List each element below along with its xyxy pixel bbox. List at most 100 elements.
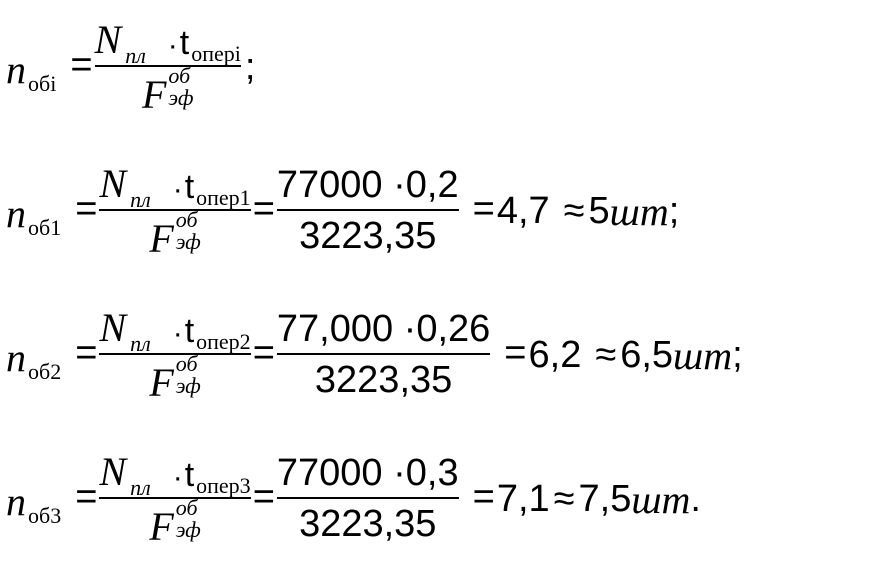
lhs-subscript: об2 [28,358,62,384]
unit-label: шт [631,476,691,522]
rounded-value: 7,5 [578,477,632,520]
fund-subscript: эф [175,229,201,254]
numeric-numerator: 77000 ·0,3 [277,439,459,497]
multiply-dot: · [172,173,183,206]
numeric-fraction: 77,000 ·0,26 3223,35 [276,295,491,415]
terminator: ; [732,333,743,376]
terminator: ; [244,45,256,88]
equals-sign: = [75,331,98,374]
fund-subscript: эф [175,373,201,398]
computed-value: 7,1 [496,477,550,520]
lhs-subscript: об1 [28,214,62,240]
lhs-variable: n [6,478,26,524]
numeric-denominator-text: 3223,35 [299,503,437,545]
operation-time-subscript: опер1 [196,185,251,210]
fraction-bar [276,497,459,499]
numeric-numerator: 77000 ·0,2 [277,151,459,209]
operation-time-variable: t [184,312,195,350]
operation-time-variable: t [184,456,195,494]
plan-volume-subscript: пл [130,475,151,500]
multiply-dot: · [167,29,178,62]
fraction-bar [99,353,251,355]
numeric-numerator: 77,000 ·0,26 [277,295,490,353]
fund-variable: F [149,504,174,549]
numeric-numerator-text: 77000 ·0,3 [276,452,459,494]
approx-sign: ≈ [563,189,585,232]
multiply-dot: · [172,461,183,494]
unit-label: шт [609,188,669,234]
numeric-fraction: 77000 ·0,3 3223,35 [276,439,459,559]
equals-sign: = [252,475,275,518]
terminator: ; [668,189,680,232]
plan-volume-variable: N [94,17,122,62]
equals-sign: = [75,475,98,518]
numeric-numerator-text: 77000 ·0,2 [276,164,459,206]
fund-subscript: эф [175,517,201,542]
plan-volume-subscript: пл [125,43,146,68]
operation-time-subscript: опер3 [196,473,251,498]
fund-superscript: об [175,207,198,232]
unit-label: шт [673,332,733,378]
fund-superscript: об [168,63,191,88]
lhs-subscript: обі [28,70,57,96]
lhs-variable: n [6,46,26,92]
operation-time-subscript: опер2 [196,329,251,354]
computed-value: 4,7 [496,189,550,232]
operation-time-subscript: оперi [191,41,241,66]
terminator: . [690,477,701,520]
multiply-dot: · [172,317,183,350]
equals-sign: = [252,331,275,374]
operation-time-variable: t [184,168,195,206]
numeric-denominator: 3223,35 [299,211,436,271]
fraction-bar [99,497,251,499]
plan-volume-subscript: пл [130,331,151,356]
fraction-bar [94,65,241,67]
equals-sign: = [504,331,527,374]
lhs-subscript: об3 [28,502,62,528]
computed-value: 6,2 [528,333,582,376]
fund-superscript: об [175,495,198,520]
approx-sign: ≈ [595,333,617,376]
approx-sign: ≈ [553,477,575,520]
fraction-bar [276,353,491,355]
fund-variable: F [149,360,174,405]
fund-variable: F [141,72,167,117]
plan-volume-variable: N [99,305,127,350]
equals-sign: = [252,187,275,230]
fraction-bar [276,209,459,211]
equals-sign: = [70,43,93,86]
numeric-denominator: 3223,35 [315,355,452,415]
fund-subscript: эф [168,85,194,110]
numeric-numerator-text: 77,000 ·0,26 [276,308,491,350]
numeric-denominator: 3223,35 [299,499,436,559]
fund-variable: F [149,216,174,261]
plan-volume-variable: N [99,449,127,494]
equals-sign: = [472,475,495,518]
equals-sign: = [472,187,495,230]
plan-volume-variable: N [99,161,127,206]
fraction-bar [99,209,251,211]
equals-sign: = [75,187,98,230]
